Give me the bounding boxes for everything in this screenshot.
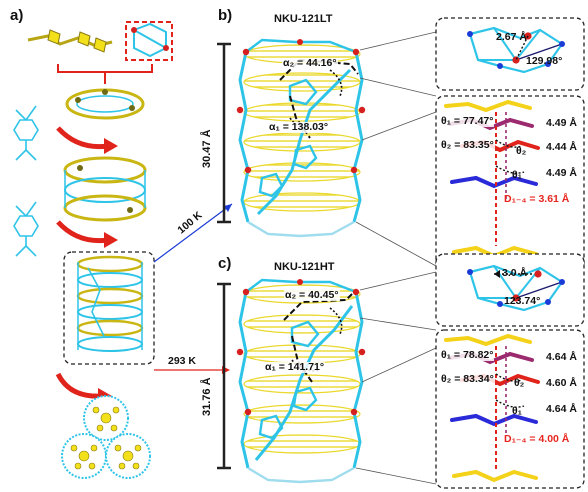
panel-label-b: b) [218,7,233,24]
cyan-guest-molecule-1 [13,105,39,161]
cyan-guest-molecule-2 [13,201,39,257]
c-height-label: 31.76 Å [201,377,213,416]
c-centroid-distance: D₁₋₄ = 4.00 Å [504,433,570,445]
b-theta2-label: θ₂ = 83.35° [440,139,495,151]
b-theta1-label: θ₁ = 77.47° [440,115,495,127]
c-alpha1-label: α₁ = 141.71° [264,361,326,373]
b-cluster-angle: 129.98° [526,55,563,67]
panel-b-structure [217,31,437,267]
b-theta1-short: θ₁ [512,169,523,181]
c-cluster-distance: 3.0 Å [502,267,528,279]
selected-column-box [63,251,155,365]
panel-b-cluster-zoom [435,17,585,91]
b-distance-2: 4.44 Å [546,141,577,153]
curved-arrow-3 [55,372,103,399]
panel-a-scheme [13,21,233,479]
c-distance-2: 4.60 Å [546,377,577,389]
panel-label-c: c) [218,255,232,272]
c-distance-3: 4.64 Å [546,403,577,415]
b-alpha1-label: α₁ = 138.03° [268,121,330,133]
panel-c-structure [217,271,437,485]
b-alpha2-label: α₂ = 44.16° [282,57,338,69]
title-nku-121ht: NKU-121HT [274,261,335,273]
b-height-label: 30.47 Å [201,129,213,168]
hexagonal-packing [61,395,151,479]
b-centroid-distance: D₁₋₄ = 3.61 Å [504,193,570,205]
c-theta2-label: θ₂ = 83.34° [440,373,495,385]
red-bracket [57,64,153,84]
b-distance-3: 4.49 Å [546,167,577,179]
helix-stage-1 [65,88,145,120]
curved-arrow-1 [56,126,109,150]
c-distance-1: 4.64 Å [546,351,577,363]
panel-label-a: a) [10,7,24,24]
c-theta2-short: θ₂ [514,377,525,389]
panel-c-cluster-zoom [435,253,585,327]
c-cluster-angle: 123.74° [504,295,541,307]
c-theta1-label: θ₁ = 78.82° [440,349,495,361]
helix-stage-2 [63,156,147,222]
helix-column [76,255,144,352]
cyan-metal-cluster [125,21,173,61]
title-nku-121lt: NKU-121LT [274,13,333,25]
b-theta2-short: θ₂ [516,145,527,157]
b-cluster-distance: 2.67 Å [496,31,527,43]
c-theta1-short: θ₁ [512,405,523,417]
curved-arrow-2 [56,220,109,244]
yellow-ligand-molecule [27,29,113,53]
b-distance-1: 4.49 Å [546,117,577,129]
temp-293k: 293 K [168,355,197,367]
c-alpha2-label: α₂ = 40.45° [284,289,340,301]
arrow-to-lt [153,203,233,263]
